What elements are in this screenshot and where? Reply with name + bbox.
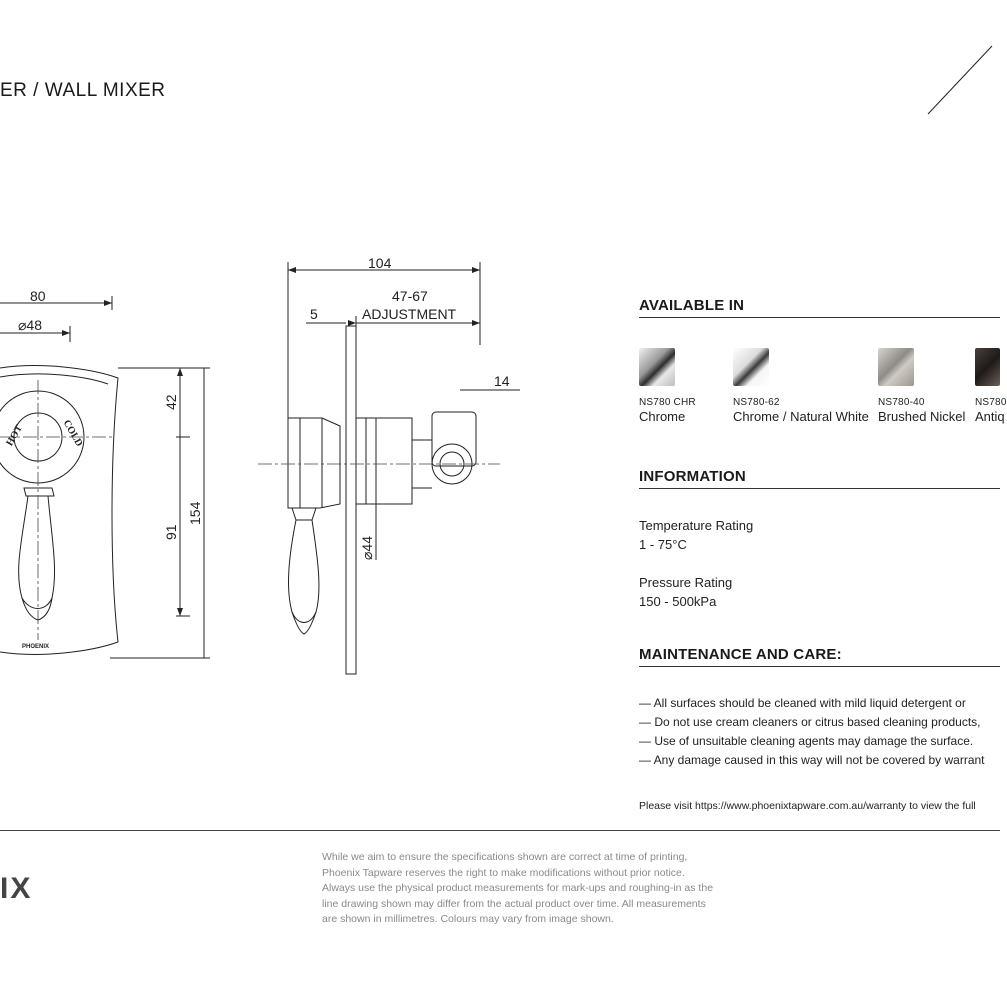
maintenance-item: — Use of unsuitable cleaning agents may …	[639, 734, 974, 748]
pressure-value: 150 - 500kPa	[639, 594, 717, 609]
available-heading: AVAILABLE IN	[639, 297, 745, 314]
finish-code: NS780 CHR	[639, 397, 696, 408]
finish-name: Brushed Nickel	[878, 409, 966, 424]
dim-diameter: ⌀48	[18, 317, 42, 333]
divider	[639, 666, 1000, 667]
dim-depth: 104	[368, 255, 392, 271]
plate-brand: PHOENIX	[22, 644, 49, 650]
finish-name: Antiq	[975, 409, 1005, 424]
disclaimer-line: While we aim to ensure the specification…	[322, 851, 688, 863]
dim-setback: 5	[310, 306, 318, 322]
disclaimer-line: are shown in millimetres. Colours may va…	[322, 913, 614, 925]
footer-divider	[0, 830, 1000, 831]
dim-height: 154	[187, 501, 203, 525]
dim-width: 80	[30, 288, 46, 304]
disclaimer-line: line drawing shown may differ from the a…	[322, 897, 706, 910]
divider	[639, 317, 1000, 318]
swatch-antique[interactable]	[975, 348, 1000, 386]
corner-diagonal-line	[927, 45, 993, 115]
brand-logo: IX	[0, 872, 33, 905]
temperature-value: 1 - 75°C	[639, 537, 687, 552]
technical-drawing: 80 ⌀48 42 91 154 HOT COLD PHOENIX 104 47…	[0, 255, 520, 675]
finish-name: Chrome / Natural White	[733, 409, 869, 424]
pressure-label: Pressure Rating	[639, 575, 733, 590]
finish-code: NS780-40	[878, 397, 925, 408]
page-title: ER / WALL MIXER	[0, 80, 166, 101]
swatch-chrome[interactable]	[639, 348, 675, 386]
maintenance-item: — All surfaces should be cleaned with mi…	[639, 696, 966, 710]
maintenance-heading: MAINTENANCE AND CARE:	[639, 646, 842, 663]
disclaimer-line: Always use the physical product measurem…	[322, 882, 714, 894]
finish-code: NS780	[975, 397, 1007, 408]
swatch-brushed-nickel[interactable]	[878, 348, 914, 386]
disclaimer: While we aim to ensure the specification…	[322, 850, 752, 928]
disclaimer-line: Phoenix Tapware reserves the right to ma…	[322, 866, 685, 879]
information-heading: INFORMATION	[639, 468, 746, 485]
hot-label: HOT	[4, 423, 25, 448]
finish-name: Chrome	[639, 409, 686, 424]
maintenance-item: — Do not use cream cleaners or citrus ba…	[639, 715, 981, 729]
divider	[639, 488, 1000, 489]
dim-body: 14	[494, 373, 510, 389]
maintenance-item: — Any damage caused in this way will not…	[639, 753, 985, 767]
cold-label: COLD	[61, 418, 85, 449]
temperature-label: Temperature Rating	[639, 518, 754, 533]
dim-adjust-range: 47-67	[392, 288, 428, 304]
dim-upper: 42	[163, 394, 179, 410]
warranty-link-text[interactable]: Please visit https://www.phoenixtapware.…	[639, 800, 976, 812]
dim-adjust-label: ADJUSTMENT	[362, 306, 457, 322]
dim-lower: 91	[163, 524, 179, 540]
finish-code: NS780-62	[733, 397, 780, 408]
swatch-chrome-natural-white[interactable]	[733, 348, 769, 386]
dim-shroud: ⌀44	[359, 536, 375, 560]
